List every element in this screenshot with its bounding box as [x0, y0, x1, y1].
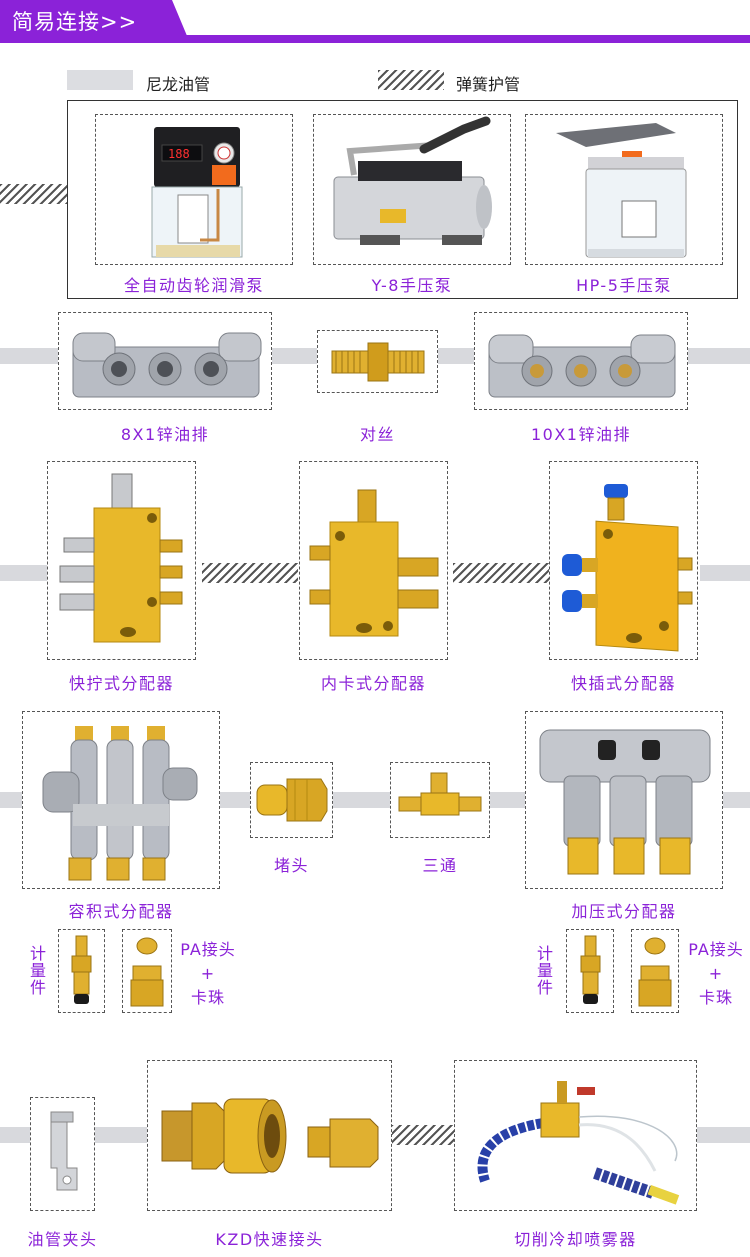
push-in-distributor-image	[549, 461, 698, 660]
volumetric-distributor-caption: 容积式分配器	[68, 902, 174, 921]
tee-image	[390, 762, 490, 838]
spring-tube-swatch	[378, 70, 444, 90]
pressure-distributor-caption: 加压式分配器	[571, 902, 677, 921]
nylon-tube-label: 尼龙油管	[146, 75, 211, 94]
quick-screw-distributor-image	[47, 461, 196, 660]
header-title: 简易连接>>	[12, 10, 138, 34]
nylon-tube-connector	[697, 1127, 750, 1143]
coolant-sprayer-image	[454, 1060, 697, 1211]
nylon-tube-connector	[95, 1127, 147, 1143]
push-in-distributor-caption: 快插式分配器	[570, 674, 676, 693]
zinc-manifold-8x1-caption: 8X1锌油排	[120, 425, 210, 444]
y8-pump-image	[313, 114, 511, 265]
quick-screw-distributor-caption: 快拧式分配器	[68, 674, 174, 693]
pa-fitting-caption-left: PA接头 + 卡珠	[180, 940, 236, 1007]
nylon-tube-connector	[722, 792, 750, 808]
plug-image	[250, 762, 333, 838]
inner-clamp-distributor-caption: 内卡式分配器	[320, 674, 426, 693]
volumetric-distributor-image	[22, 711, 220, 889]
y8-pump-caption: Y-8手压泵	[371, 276, 453, 295]
zinc-manifold-8x1-image	[58, 312, 272, 410]
pressure-distributor-image	[525, 711, 723, 889]
kzd-coupling-image	[147, 1060, 392, 1211]
pa-fitting-image-left	[122, 929, 172, 1013]
gear-pump-caption: 全自动齿轮润滑泵	[123, 276, 264, 295]
hp5-pump-image	[525, 114, 723, 265]
coolant-sprayer-caption: 切削冷却喷雾器	[514, 1230, 637, 1249]
spring-connector	[0, 184, 68, 204]
pa-fitting-image-right	[631, 929, 679, 1013]
metering-part-image-left	[58, 929, 105, 1013]
metering-part-caption-right: 计 量 件	[536, 944, 553, 997]
nylon-tube-connector	[0, 792, 22, 808]
nylon-tube-connector	[0, 1127, 30, 1143]
spring-tube-label: 弹簧护管	[456, 75, 521, 94]
nipple-image	[317, 330, 438, 393]
nylon-tube-swatch	[67, 70, 133, 90]
pump-group	[67, 100, 738, 299]
hp5-pump-caption: HP-5手压泵	[576, 276, 672, 295]
tee-caption: 三通	[422, 856, 458, 875]
zinc-manifold-10x1-caption: 10X1锌油排	[530, 425, 631, 444]
tube-clamp-image	[30, 1097, 95, 1211]
spring-connector	[202, 563, 298, 583]
nylon-tube-connector	[700, 565, 750, 581]
tube-clamp-caption: 油管夹头	[27, 1230, 98, 1249]
nylon-tube-connector	[0, 565, 50, 581]
metering-part-caption-left: 计 量 件	[29, 944, 46, 997]
inner-clamp-distributor-image	[299, 461, 448, 660]
nipple-caption: 对丝	[359, 425, 395, 444]
zinc-manifold-10x1-image	[474, 312, 688, 410]
header-bar	[0, 35, 750, 43]
pa-fitting-caption-right: PA接头 + 卡珠	[688, 940, 744, 1007]
plug-caption: 堵头	[273, 856, 309, 875]
spring-connector	[391, 1125, 454, 1145]
metering-part-image-right	[566, 929, 614, 1013]
header-tab	[0, 0, 190, 43]
spring-connector	[453, 563, 549, 583]
kzd-coupling-caption: KZD快速接头	[215, 1230, 324, 1249]
pump-display: 188	[168, 147, 190, 161]
gear-pump-image: 188	[95, 114, 293, 265]
